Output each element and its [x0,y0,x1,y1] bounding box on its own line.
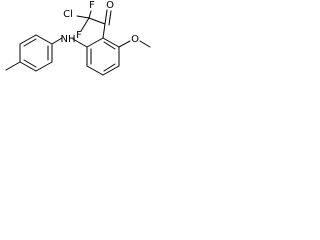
atom-o-methoxy: O [131,34,139,45]
bond-tolyl-methyl [5,61,21,71]
bond-ring-inner-1 [103,41,116,50]
bond-cf2cl-carbonyl [88,17,106,25]
bond-c-f-left [80,17,90,32]
bond-tolyl-2 [19,34,37,45]
bond-ring-o-methoxy [118,40,131,48]
atom-o-ketone: O [106,0,114,11]
bond-c-cl [76,15,90,19]
bond-nh-tolyl [51,37,63,45]
bond-carbonyl-ring [102,23,106,39]
bond-tolyl-inner-2 [23,59,37,68]
bond-o-methyl [139,40,151,48]
bond-ring-4 [86,65,104,76]
bond-ring-nh [72,38,88,48]
bond-ring-3 [102,65,120,76]
bond-tolyl-5 [35,61,53,72]
bond-ring-1 [102,37,120,48]
atom-f-top: F [89,0,95,11]
atom-nh: NH [61,34,76,45]
atom-cl: Cl [63,9,73,20]
bond-carbonyl-o-2 [108,10,112,26]
bond-ring-6 [86,37,104,48]
bond-ring-inner-2 [103,63,116,72]
chemical-structure-diagram: Cl F O F NH O [5,0,151,76]
bond-tolyl-inner-1 [23,38,37,47]
atom-f-left: F [76,30,82,41]
bonds [5,9,151,76]
atom-labels: Cl F O F NH O [61,0,140,45]
bond-c-f-top [88,10,92,19]
bond-tolyl-1 [35,34,53,45]
bond-tolyl-4 [19,61,37,72]
bond-carbonyl-o-1 [104,9,108,25]
